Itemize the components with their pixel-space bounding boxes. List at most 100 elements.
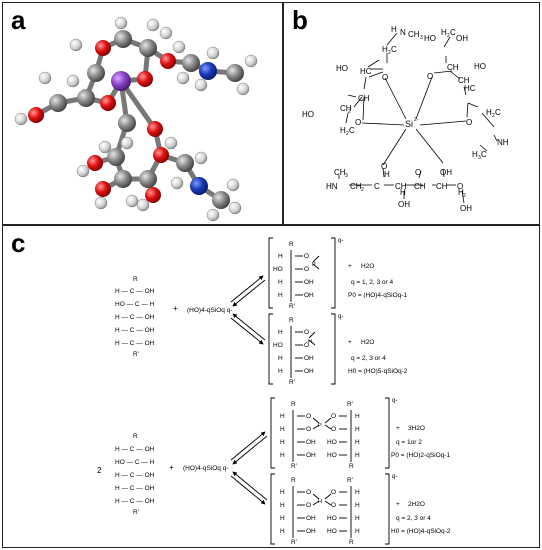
svg-text:H: H xyxy=(340,126,346,135)
svg-text:HO: HO xyxy=(327,439,337,446)
svg-text:Si: Si xyxy=(405,119,413,129)
svg-text:O: O xyxy=(466,118,472,127)
svg-text:R': R' xyxy=(347,401,353,408)
svg-text:OH: OH xyxy=(304,368,314,375)
svg-text:H: H xyxy=(280,413,285,420)
svg-text:HO: HO xyxy=(336,64,348,73)
svg-text:2: 2 xyxy=(447,33,450,39)
svg-text:O: O xyxy=(304,253,309,260)
svg-text:HO: HO xyxy=(302,110,314,119)
svg-text:R: R xyxy=(291,401,296,408)
svg-text:HN: HN xyxy=(326,182,338,191)
svg-text:P0 = (HO)4-qSiOq-1: P0 = (HO)4-qSiOq-1 xyxy=(348,292,407,299)
svg-text:CH: CH xyxy=(334,168,346,177)
svg-text:C: C xyxy=(391,45,397,54)
svg-text:2H2O: 2H2O xyxy=(408,501,425,508)
svg-text:R': R' xyxy=(291,463,297,470)
svg-text:HO: HO xyxy=(474,62,486,71)
svg-text:HO: HO xyxy=(327,515,337,522)
svg-text:H: H xyxy=(278,329,283,336)
svg-text:H — C — OH: H — C — OH xyxy=(115,472,155,479)
svg-text:q-: q- xyxy=(338,314,343,320)
svg-text:H: H xyxy=(355,502,360,509)
svg-text:HO: HO xyxy=(273,342,283,349)
svg-text:H — C — OH: H — C — OH xyxy=(115,327,155,334)
panel-a-label: a xyxy=(11,5,26,35)
svg-text:H: H xyxy=(280,489,285,496)
svg-text:C: C xyxy=(450,28,456,37)
svg-text:H: H xyxy=(280,439,285,446)
svg-text:OH: OH xyxy=(306,528,316,535)
svg-text:HO: HO xyxy=(424,34,436,43)
svg-text:P0 = (HO)2-qSiOq-1: P0 = (HO)2-qSiOq-1 xyxy=(391,452,450,459)
svg-text:+: + xyxy=(348,263,352,270)
svg-text:H: H xyxy=(382,45,388,54)
svg-text:P: P xyxy=(318,423,322,429)
svg-text:HO — C — H: HO — C — H xyxy=(115,301,155,308)
svg-text:H: H xyxy=(458,188,464,197)
panel-a: a xyxy=(2,2,283,225)
svg-text:3: 3 xyxy=(345,173,348,179)
svg-text:O: O xyxy=(331,413,336,420)
reaction-scheme: R H — C — OH HO — C — H H — C — OH H — C… xyxy=(97,237,451,546)
svg-text:H2O: H2O xyxy=(361,339,374,346)
svg-text:H: H xyxy=(278,253,283,260)
svg-text:H: H xyxy=(278,355,283,362)
svg-text:O: O xyxy=(415,168,421,177)
svg-text:O: O xyxy=(304,329,309,336)
svg-text:H: H xyxy=(391,25,397,34)
svg-text:OH: OH xyxy=(456,34,468,43)
svg-text:3H2O: 3H2O xyxy=(408,425,425,432)
svg-text:q-: q- xyxy=(392,474,397,480)
svg-text:O: O xyxy=(331,489,336,496)
svg-text:R: R xyxy=(349,539,354,546)
svg-text:+: + xyxy=(173,304,178,313)
svg-text:q = 1, 2, 3 or 4: q = 1, 2, 3 or 4 xyxy=(351,279,393,286)
svg-text:O: O xyxy=(331,426,336,433)
svg-text:R: R xyxy=(289,241,294,248)
svg-text:OH: OH xyxy=(398,200,410,209)
svg-text:H: H xyxy=(308,339,312,345)
svg-text:H: H xyxy=(278,292,283,299)
svg-text:C: C xyxy=(495,108,501,117)
svg-text:H: H xyxy=(355,489,360,496)
svg-text:O: O xyxy=(304,342,309,349)
svg-text:OH: OH xyxy=(306,439,316,446)
svg-text:CH: CH xyxy=(408,30,420,39)
svg-text:H: H xyxy=(355,452,360,459)
svg-text:HC: HC xyxy=(360,67,372,76)
svg-text:H: H xyxy=(278,279,283,286)
svg-text:H: H xyxy=(280,426,285,433)
svg-text:OH: OH xyxy=(304,279,314,286)
svg-text:2: 2 xyxy=(97,466,102,475)
svg-text:H: H xyxy=(384,170,390,179)
panel-c-label: c xyxy=(11,228,26,258)
svg-text:C: C xyxy=(374,182,380,191)
svg-text:P: P xyxy=(312,262,316,268)
svg-text:q = 2, 3 or 4: q = 2, 3 or 4 xyxy=(351,355,386,362)
panel-b-label: b xyxy=(292,5,308,35)
svg-text:HO: HO xyxy=(327,528,337,535)
svg-text:O: O xyxy=(457,182,463,191)
svg-text:H: H xyxy=(355,515,360,522)
svg-text:H: H xyxy=(318,499,322,505)
structural-formula: H N CH 3 HO OH H 2 C H 2 C HO HC CH HO H… xyxy=(302,25,509,213)
svg-text:H: H xyxy=(280,528,285,535)
svg-text:R': R' xyxy=(291,539,297,546)
svg-text:R': R' xyxy=(289,379,295,386)
svg-text:+: + xyxy=(396,425,400,432)
svg-text:HC: HC xyxy=(464,84,476,93)
svg-text:R: R xyxy=(291,477,296,484)
svg-text:q = 1or 2: q = 1or 2 xyxy=(396,439,422,446)
svg-text:2: 2 xyxy=(463,193,466,199)
svg-text:+: + xyxy=(348,339,352,346)
svg-text:CH: CH xyxy=(414,182,426,191)
svg-text:O: O xyxy=(381,162,387,171)
svg-text:H — C — OH: H — C — OH xyxy=(115,340,155,347)
svg-text:CH: CH xyxy=(350,182,362,191)
svg-text:CH: CH xyxy=(395,182,407,191)
svg-text:+: + xyxy=(169,463,174,472)
svg-text:2: 2 xyxy=(492,113,495,119)
svg-text:3: 3 xyxy=(420,35,423,41)
svg-text:HO: HO xyxy=(327,452,337,459)
